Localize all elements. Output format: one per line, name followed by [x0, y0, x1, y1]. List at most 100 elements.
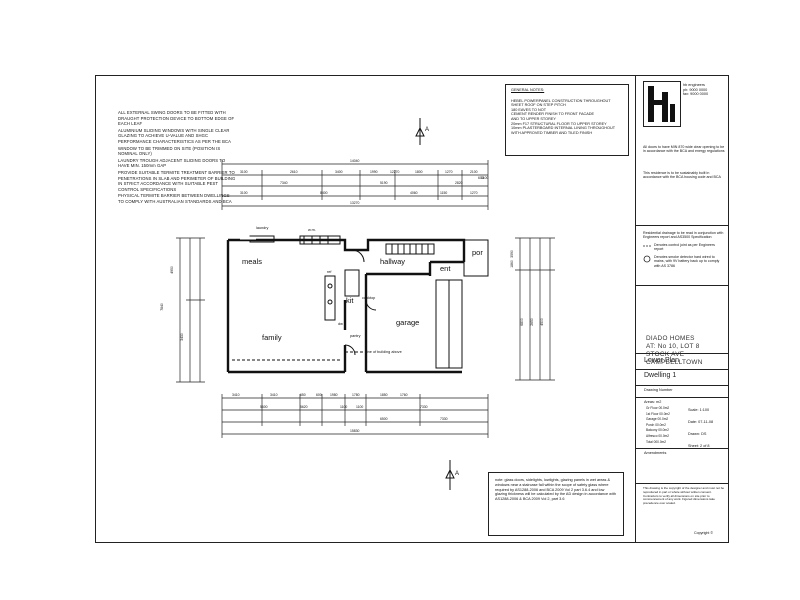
dimension-label-left: 4950 — [169, 266, 174, 274]
wm-label: w.m. — [308, 228, 316, 232]
room-label-kitchen: kit — [346, 296, 354, 305]
dimension-label-bottom: 7330 — [440, 417, 448, 421]
dimension-label-bottom: 1780 — [352, 393, 360, 397]
client-name: DIADO HOMES — [646, 335, 695, 342]
dimension-label-bottom: 15830 — [350, 429, 360, 433]
general-note-line: 20mm F17 STRUCTURAL FLOOR TO UPPER STORE… — [511, 121, 607, 126]
dimension-label-top: 3400 — [335, 170, 343, 174]
room-label-garage: garage — [396, 318, 420, 327]
drainage-note: Residential drainage to be read in conju… — [643, 231, 724, 240]
firm-name: hb engineers — [683, 83, 705, 87]
dimension-label-top: 1150 — [440, 191, 448, 195]
firm-logo-icon — [643, 81, 681, 127]
client-street: STOCK AVE — [646, 351, 685, 358]
pantry-label: pantry — [350, 334, 361, 338]
dimension-label-left: 7840 — [159, 303, 164, 311]
drawn-value: DS — [701, 432, 707, 436]
client-lot: AT: No 10, LOT 8 — [646, 343, 700, 350]
note-item: WINDOW TO BE TRIMMED ON SITE (POSITION I… — [118, 145, 221, 157]
section-marker-top: A — [425, 127, 430, 133]
dimension-label-right: 6800 — [519, 318, 524, 326]
sheet-number-label: Sheet: 2 of 8 — [688, 444, 710, 448]
construction-notes: ALL EXTERNAL SWING DOORS TO BE FITTED WI… — [118, 110, 236, 206]
note-item: LAUNDRY TROUGH ADJACENT SLIDING DOORS TO… — [118, 157, 226, 169]
area-row: Total 000.0m2 — [646, 439, 667, 444]
drawing-sheet-border — [95, 75, 729, 543]
dimension-label-bottom: 600 — [316, 393, 322, 397]
dimension-label-top: 7340 — [280, 181, 288, 185]
note-item: ALUMINIUM SLIDING WINDOWS WITH SINGLE CL… — [118, 127, 232, 144]
dimension-label-bottom: 5620 — [300, 405, 308, 409]
dimension-label-top: 13270 — [350, 201, 360, 205]
drawing-number-label: Drawing Number — [644, 388, 673, 392]
dimension-label-top: 2610 — [290, 170, 298, 174]
area-row: Garage 00.0m2 — [646, 417, 669, 422]
firm-fax: fax: 9000 0000 — [683, 92, 709, 97]
area-row: Porch 00.0m2 — [646, 422, 666, 427]
general-note-line: 10mm PLASTERBOARD INTERNAL LINING THROUG… — [511, 126, 616, 131]
room-label-porch: por — [472, 248, 483, 257]
scale-value: 1:100 — [699, 408, 710, 412]
dimension-label-top: 12270 — [390, 170, 400, 174]
dimension-label-top: 8400 — [320, 191, 328, 195]
dwelling-title: Dwelling 1 — [644, 372, 677, 379]
dimension-label-bottom: 3410 — [270, 393, 278, 397]
room-label-family: family — [262, 333, 282, 342]
bca-note: This residence is to be sustainably buil… — [643, 171, 721, 180]
dimension-label-top: 2820 — [455, 181, 463, 185]
areas-label: Areas: m2 — [644, 400, 662, 404]
general-note-line: SHEET ROOF ON STEP PITCH — [511, 103, 566, 108]
dimension-label-bottom: 1980 — [330, 393, 338, 397]
dimension-label-bottom: 7330 — [420, 405, 428, 409]
dimension-label-top: 5190 — [380, 181, 388, 185]
dimension-label-top: 1100 — [481, 176, 489, 180]
area-row: Gr Floor 00.0m2 — [646, 406, 670, 410]
firm-phone: ph: 9000 0000 — [683, 87, 708, 92]
copyright-mark: Copyright © — [694, 531, 714, 535]
glazing-note: note: glass doors, sidelights, lowlights… — [488, 472, 624, 536]
area-row: Balcony 00.0m2 — [646, 428, 669, 433]
dimension-label-top: 3100 — [240, 170, 248, 174]
client-suburb: CAMPBELLTOWN — [646, 359, 703, 366]
date-label: Date: 07-11-08 — [688, 420, 714, 424]
note-item: ALL EXTERNAL SWING DOORS TO BE FITTED WI… — [118, 110, 235, 127]
general-note-line: CEMENT RENDER FINISH TO FRONT FACADE — [511, 112, 595, 117]
general-note-line: AND TO UPPER STOREY — [511, 116, 556, 121]
room-label-hallway: hallway — [380, 257, 406, 266]
room-label-meals: meals — [242, 257, 263, 266]
cooktop-label: cooktop — [362, 296, 376, 300]
dimension-label-top: 1990 — [370, 170, 378, 174]
scale-label: Scale: 1:100 — [688, 408, 710, 412]
dimension-label-bottom: 1760 — [400, 393, 408, 397]
dimension-label-bottom: 1100 — [340, 405, 348, 409]
sheet-title: Lower Plan — [644, 357, 680, 364]
dimension-label-top: 3100 — [240, 191, 248, 195]
dimension-label-top: 2100 — [470, 170, 478, 174]
dimension-label-bottom: 1100 — [356, 405, 364, 409]
fridge-label: ref — [327, 270, 332, 274]
general-notes-title: GENERAL NOTES: — [511, 88, 545, 92]
dimension-label-top: 1800 — [415, 170, 423, 174]
dimension-label-top: 600 — [478, 176, 484, 180]
dimension-label-left: 3430 — [179, 333, 184, 341]
firm-details: hb engineers ph: 9000 0000 fax: 9000 000… — [683, 83, 708, 97]
dimension-label-top: 1270 — [470, 191, 478, 195]
dimension-label-top: 14040 — [350, 159, 360, 163]
sheet-number-value: 2 of 8 — [700, 444, 710, 448]
area-row: 1st Floor 00.0m2 — [646, 411, 670, 416]
dishwasher-label: dw — [338, 322, 343, 326]
dimension-label-right: 2650 — [529, 318, 534, 326]
drawn-label: Drawn: DS — [688, 432, 707, 436]
amendments-label: Amendments — [644, 451, 667, 455]
area-row: Alfresco 00.0m2 — [646, 434, 670, 438]
general-note-line: WITH APPROVED TIMBER AND TILED FINISH — [511, 130, 593, 135]
dimension-label-bottom: 1850 — [380, 393, 388, 397]
smoke-detector-legend: Denotes smoke detector hard wired to mai… — [654, 255, 720, 268]
dimension-label-right: 3590 — [509, 250, 514, 258]
title-block: hb engineers ph: 9000 0000 fax: 9000 000… — [635, 75, 729, 543]
dimension-label-right: 4500 — [539, 318, 544, 326]
dimension-label-top: 1270 — [445, 170, 453, 174]
dimension-label-bottom: 6500 — [380, 417, 388, 421]
copyright-note: This drawing is the copyright of the des… — [643, 486, 725, 506]
